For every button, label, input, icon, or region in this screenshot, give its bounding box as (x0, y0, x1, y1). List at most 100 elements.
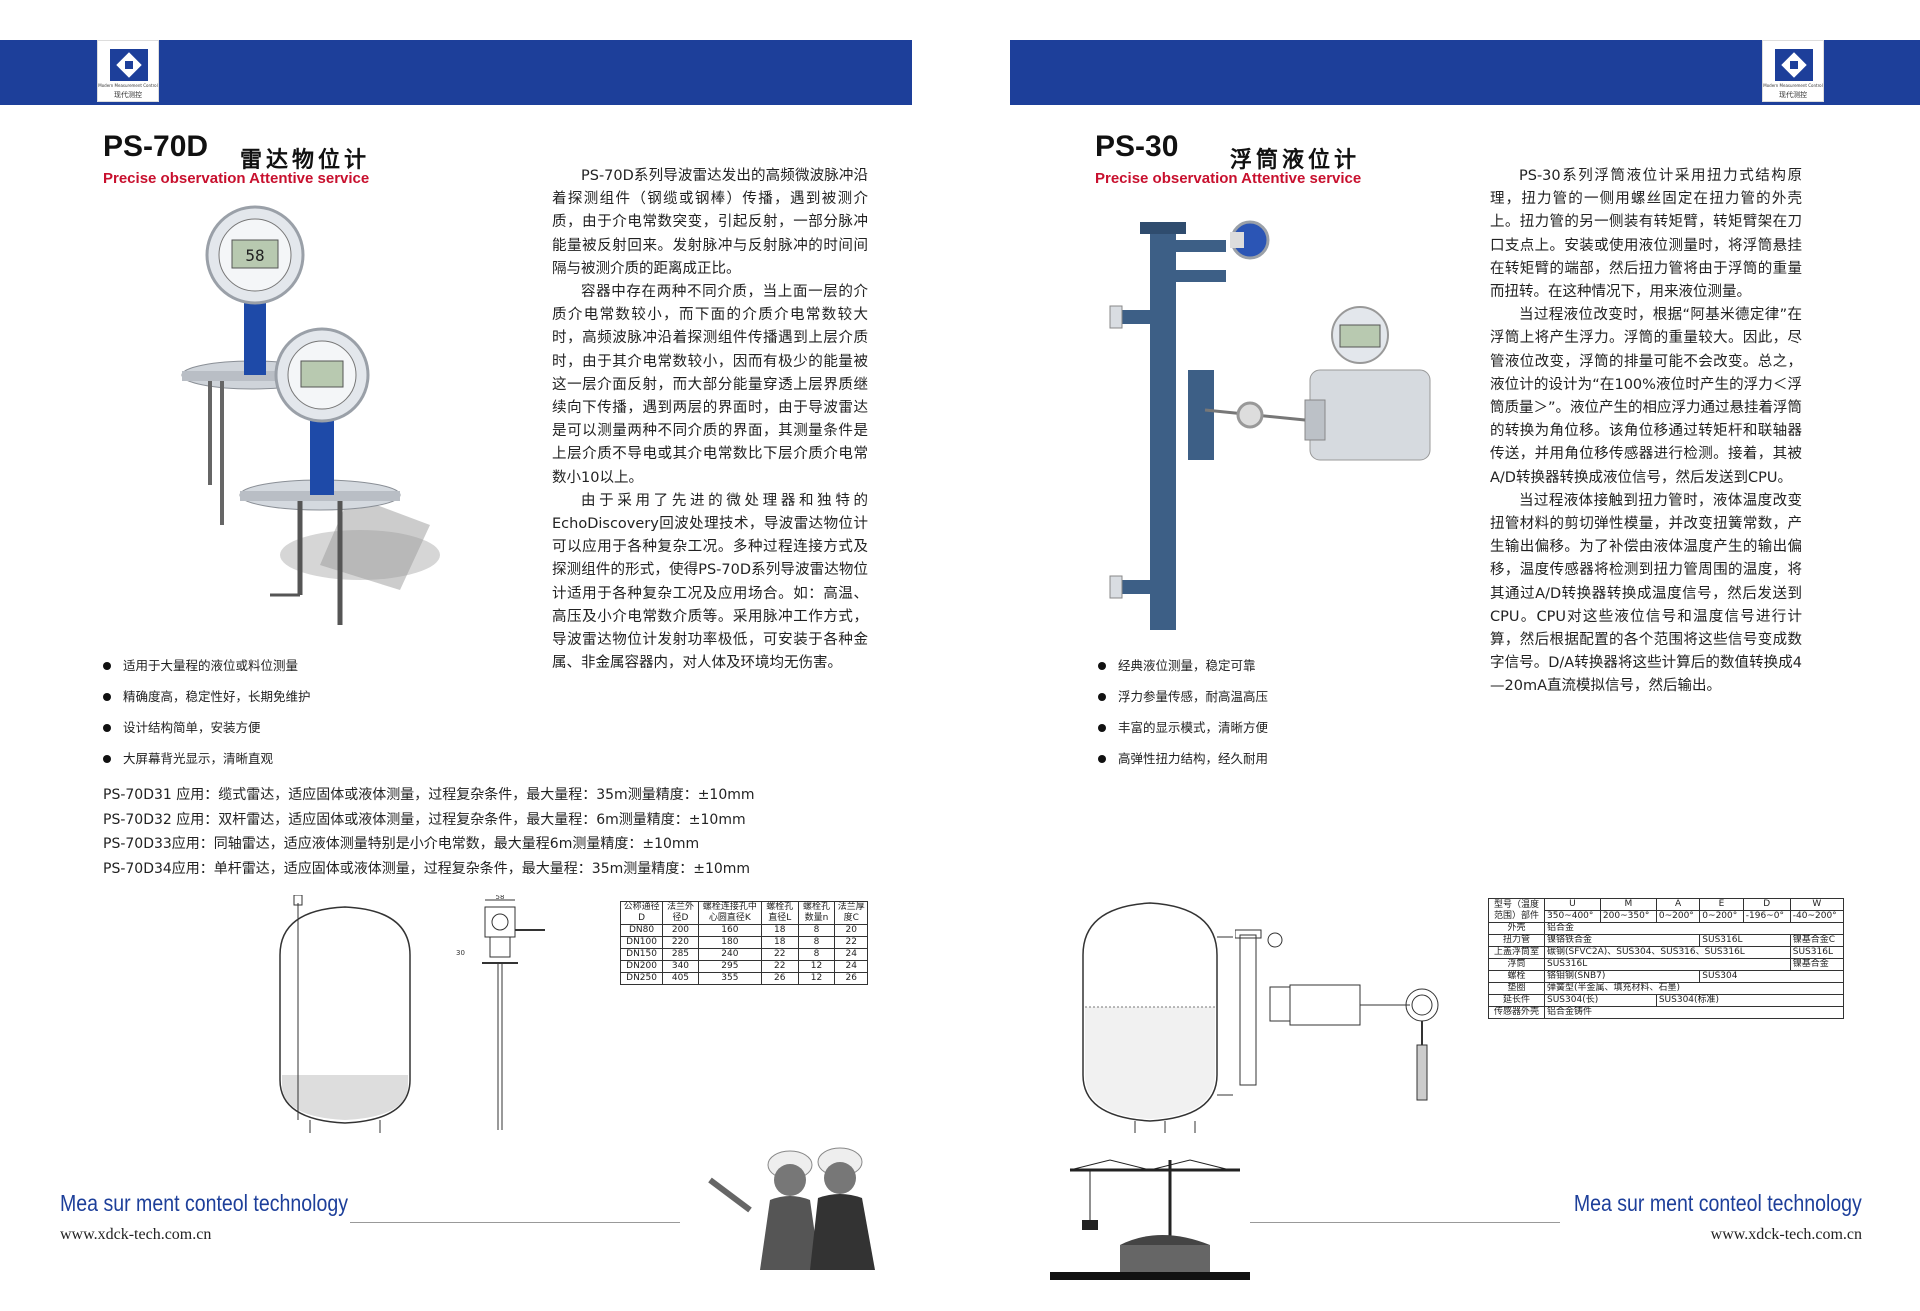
table-header-cell: U (1544, 898, 1601, 911)
logo-company-en: Modern Measurement Control (1763, 83, 1823, 88)
right-float-drawing (1235, 929, 1439, 1101)
left-footer-rule (350, 1222, 680, 1223)
application-line: PS-70D34应用：单杆雷达，适应固体或液体测量，过程复杂条件，最大量程：35… (103, 860, 751, 877)
company-logo-icon (1775, 49, 1813, 81)
table-row-label: 上盖浮筒室 (1488, 946, 1545, 959)
table-header-cell: 螺栓连接孔中心圆直径K (697, 901, 762, 925)
table-cell: 22 (760, 948, 799, 961)
table-cell: 26 (834, 972, 868, 985)
right-feature-list: 经典液位测量，稳定可靠 浮力参量传感，耐高温高压 丰富的显示模式，清晰方便 高弹… (1098, 656, 1398, 780)
table-cell: SUS316L (1699, 934, 1791, 947)
table-cell: 8 (797, 924, 836, 937)
right-logo: Modern Measurement Control 现代测控 (1762, 40, 1824, 102)
table-row-label: 外壳 (1488, 922, 1545, 935)
description-paragraph: PS-70D系列导波雷达发出的高频微波脉冲沿着探测组件（钢缆或钢棒）传播，遇到被… (552, 168, 868, 277)
left-slogan: Precise observation Attentive service (103, 170, 370, 187)
table-cell: 镍基合金C (1789, 934, 1845, 947)
table-header-cell: E (1699, 898, 1744, 911)
table-header-cell: A (1655, 898, 1701, 911)
table-cell: 镍基合金 (1789, 958, 1845, 971)
table-header-cell: 法兰外径D (662, 901, 699, 925)
table-cell: 22 (760, 960, 799, 973)
table-cell: DN80 (619, 924, 664, 937)
table-cell: SUS304 (1699, 970, 1844, 983)
table-row: 延长件 SUS304(长) SUS304(标准) (1488, 994, 1845, 1007)
radar-level-meter-image: 58 (181, 205, 440, 625)
drawing-width-label: 58 (496, 895, 505, 901)
display-reading: 58 (245, 246, 264, 265)
table-cell: SUS316L (1544, 958, 1791, 971)
table-cell: 12 (797, 960, 836, 973)
table-cell: 铝合金 (1544, 922, 1844, 935)
material-table: 型号（温度范围）部件 U M A E D W 350~400° 200~350°… (1488, 898, 1845, 1019)
table-cell: 镍铬铁合金 (1543, 934, 1701, 947)
table-cell: 26 (760, 972, 799, 985)
table-cell: DN200 (619, 960, 664, 973)
description-paragraph: 容器中存在两种不同介质，当上面一层的介质介电常数较小，而下面的介质介电常数较大时… (552, 284, 868, 486)
table-cell: -196~0° (1742, 910, 1791, 923)
table-row-label: 螺栓 (1488, 970, 1545, 983)
float-level-meter-image (1109, 220, 1431, 630)
table-header-cell: 螺栓孔数量n (797, 901, 836, 925)
table-cell: SUS316L (1789, 946, 1845, 959)
table-header-cell: D (1742, 898, 1791, 911)
table-header-cell: M (1599, 898, 1657, 911)
table-cell: 24 (834, 960, 868, 973)
table-row: 螺栓 铬钼钢(SNB7) SUS304 (1488, 970, 1844, 983)
engineers-image (708, 1147, 875, 1270)
table-header-row: 350~400° 200~350° 0~200° 0~200° -196~0° … (1489, 910, 1845, 923)
table-cell: SUS304(长) (1544, 994, 1657, 1007)
feature-item: 经典液位测量，稳定可靠 (1098, 656, 1398, 687)
feature-item: 丰富的显示模式，清晰方便 (1098, 718, 1398, 749)
flange-table: 公称通径D 法兰外径D 螺栓连接孔中心圆直径K 螺栓孔直径L 螺栓孔数量n 法兰… (619, 901, 868, 985)
construction-crane-image (1050, 1159, 1250, 1280)
table-cell: 8 (797, 936, 836, 949)
feature-item: 大屏幕背光显示，清晰直观 (103, 749, 503, 780)
table-cell: 0~200° (1655, 910, 1701, 923)
table-cell: -40~200° (1789, 910, 1845, 923)
table-cell: 18 (760, 924, 799, 937)
table-cell: 295 (697, 960, 762, 973)
table-row: 外壳 铝合金 (1488, 922, 1844, 935)
table-cell: 铝合金铸件 (1544, 1006, 1844, 1019)
table-cell: 12 (797, 972, 836, 985)
table-cell: 8 (797, 948, 836, 961)
table-cell: 24 (834, 948, 868, 961)
table-cell: 355 (697, 972, 762, 985)
left-description: PS-70D系列导波雷达发出的高频微波脉冲沿着探测组件（钢缆或钢棒）传播，遇到被… (552, 165, 868, 675)
table-row-label: 延长件 (1488, 994, 1545, 1007)
right-description: PS-30系列浮筒液位计采用扭力式结构原理，扭力管的一侧用螺丝固定在扭力管的外壳… (1490, 165, 1802, 699)
table-cell: 340 (662, 960, 699, 973)
application-line: PS-70D31 应用：缆式雷达，适应固体或液体测量，过程复杂条件，最大量程：3… (103, 787, 755, 803)
table-cell: 18 (760, 936, 799, 949)
table-cell: 180 (697, 936, 762, 949)
table-row: 上盖浮筒室 碳钢(SFVC2A)、SUS304、SUS316、SUS316L S… (1488, 946, 1845, 959)
left-model-title: PS-70D (103, 130, 209, 163)
table-header-cell: 型号（温度范围）部件 (1488, 898, 1545, 923)
right-footer-url: www.xdck-tech.com.cn (1710, 1226, 1862, 1243)
application-line: PS-70D33应用：同轴雷达，适应液体测量特别是小介电常数，最大量程6m测量精… (103, 836, 700, 852)
application-line: PS-70D32 应用：双杆雷达，适应固体或液体测量，过程复杂条件，最大量程：6… (103, 811, 746, 828)
logo-company-en: Modern Measurement Control (98, 83, 158, 88)
table-row-label: 扭力管 (1488, 934, 1545, 947)
left-sensor-drawing: 58 30 (456, 895, 545, 1130)
feature-item: 设计结构简单，安装方便 (103, 718, 503, 749)
description-paragraph: 当过程液体接触到扭力管时，液体温度改变扭管材料的剪切弹性模量，并改变扭簧常数，产… (1490, 492, 1802, 695)
table-cell: 240 (697, 948, 762, 961)
right-model-title: PS-30 (1095, 130, 1179, 163)
left-model-cn: 雷达物位计 (240, 148, 371, 173)
table-header-cell: 公称通径D (619, 901, 664, 925)
feature-item: 适用于大量程的液位或料位测量 (103, 656, 503, 687)
left-tank-drawing (279, 895, 411, 1133)
table-cell: 碳钢(SFVC2A)、SUS304、SUS316、SUS316L (1544, 946, 1791, 959)
left-footer-slogan: Mea sur ment conteol technology (60, 1190, 348, 1216)
table-cell: DN150 (619, 948, 664, 961)
table-cell: 405 (662, 972, 699, 985)
right-footer-rule (1250, 1222, 1560, 1223)
table-cell: DN250 (619, 972, 664, 985)
table-cell: 0~200° (1699, 910, 1744, 923)
table-cell: SUS304(标准) (1655, 994, 1845, 1007)
